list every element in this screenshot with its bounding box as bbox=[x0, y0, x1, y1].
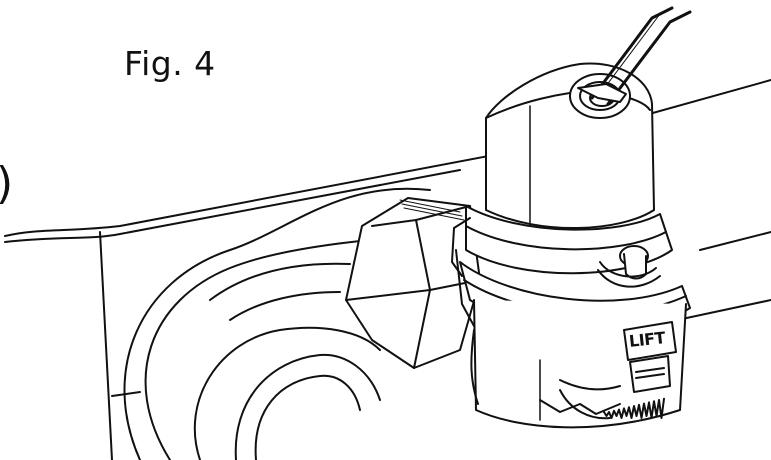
hex-nut bbox=[346, 198, 480, 368]
probe-cable bbox=[578, 8, 690, 104]
lift-tab bbox=[624, 322, 676, 392]
pipe bbox=[124, 189, 430, 460]
serrated-wheel bbox=[604, 399, 664, 418]
lift-label: LIFT bbox=[628, 328, 666, 351]
cropped-text-fragment: ) bbox=[0, 158, 13, 209]
wheel-teeth bbox=[604, 399, 664, 418]
lock-button bbox=[598, 246, 660, 287]
figure-label: Fig. 4 bbox=[124, 44, 216, 83]
